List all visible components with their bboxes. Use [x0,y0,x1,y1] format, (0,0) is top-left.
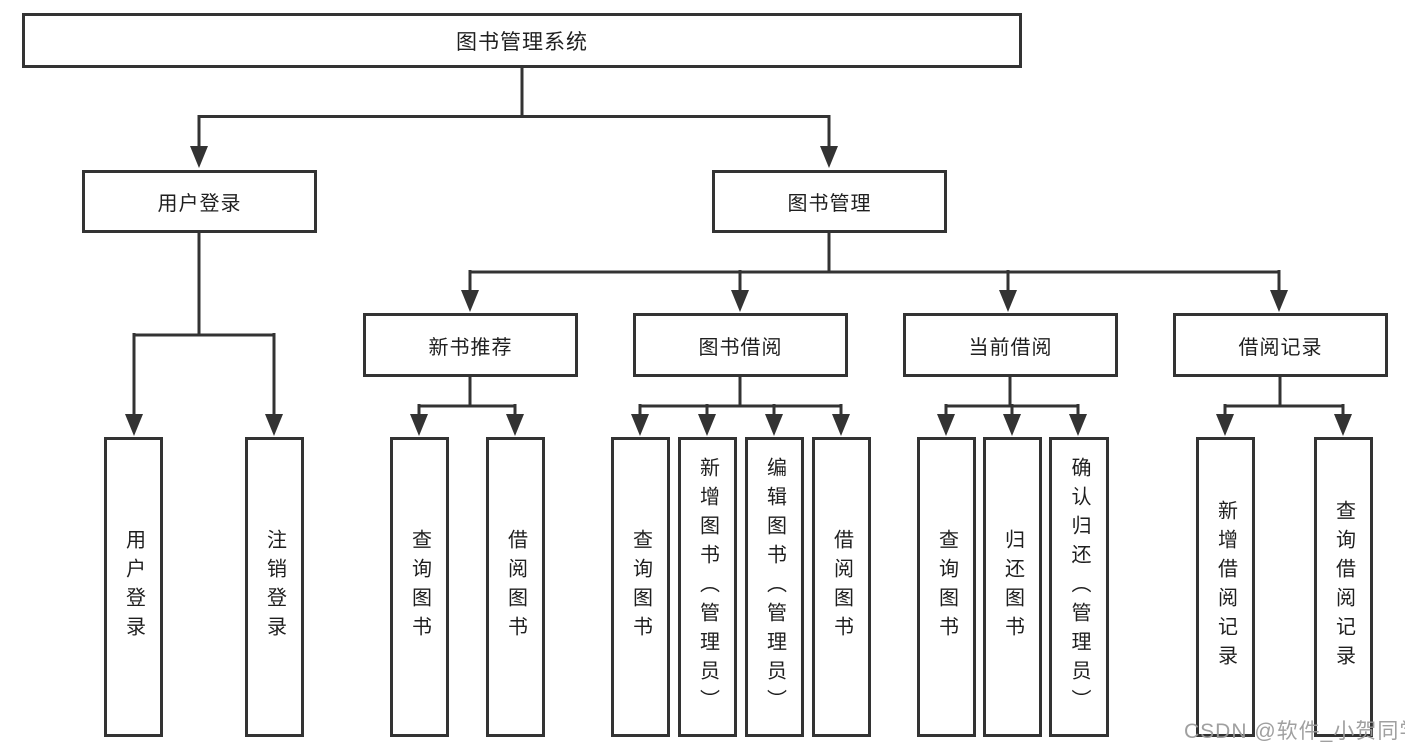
leaf-borrow-books-recommend: 借阅图书 [486,437,545,737]
leaf-label: 注销登录 [263,529,286,645]
node-label: 图书管理系统 [456,30,588,54]
node-label: 用户登录 [157,193,242,215]
leaf-label: 查询图书 [408,529,431,645]
leaf-add-books-admin: 新增图书（管理员） [678,437,737,737]
leaf-user-login: 用户登录 [104,437,163,737]
node-borrowing-records: 借阅记录 [1173,313,1388,377]
leaf-label: 归还图书 [1001,529,1024,645]
node-user-login: 用户登录 [82,170,317,233]
leaf-label: 用户登录 [122,529,145,645]
node-label: 图书借阅 [698,336,783,359]
leaf-query-borrow-record: 查询借阅记录 [1314,437,1373,737]
node-label: 新书推荐 [428,336,513,359]
leaf-add-borrow-record: 新增借阅记录 [1196,437,1255,737]
leaf-label: 新增借阅记录 [1214,500,1237,674]
leaf-label: 借阅图书 [504,529,527,645]
node-label: 当前借阅 [968,336,1053,359]
leaf-label: 查询图书 [629,529,652,645]
node-book-borrowing: 图书借阅 [633,313,848,377]
node-new-book-recommendation: 新书推荐 [363,313,578,377]
leaf-label: 编辑图书（管理员） [763,456,786,718]
leaf-label: 查询借阅记录 [1332,500,1355,674]
leaf-borrow-books: 借阅图书 [812,437,871,737]
leaf-query-books-current: 查询图书 [917,437,976,737]
node-current-borrowing: 当前借阅 [903,313,1118,377]
csdn-watermark: CSDN @软件_小贺同学 [1184,720,1405,743]
leaf-label: 查询图书 [935,529,958,645]
node-label: 借阅记录 [1238,336,1323,359]
node-library-management-system: 图书管理系统 [22,13,1022,68]
node-label: 图书管理 [787,193,872,215]
node-book-management: 图书管理 [712,170,947,233]
leaf-label: 确认归还（管理员） [1068,456,1090,718]
leaf-logout: 注销登录 [245,437,304,737]
leaf-confirm-return-admin: 确认归还（管理员） [1049,437,1109,737]
leaf-label: 借阅图书 [830,529,853,645]
leaf-label: 新增图书（管理员） [696,456,719,718]
leaf-query-books-borrow: 查询图书 [611,437,670,737]
leaf-return-books: 归还图书 [983,437,1042,737]
leaf-edit-books-admin: 编辑图书（管理员） [745,437,804,737]
leaf-query-books-recommend: 查询图书 [390,437,449,737]
